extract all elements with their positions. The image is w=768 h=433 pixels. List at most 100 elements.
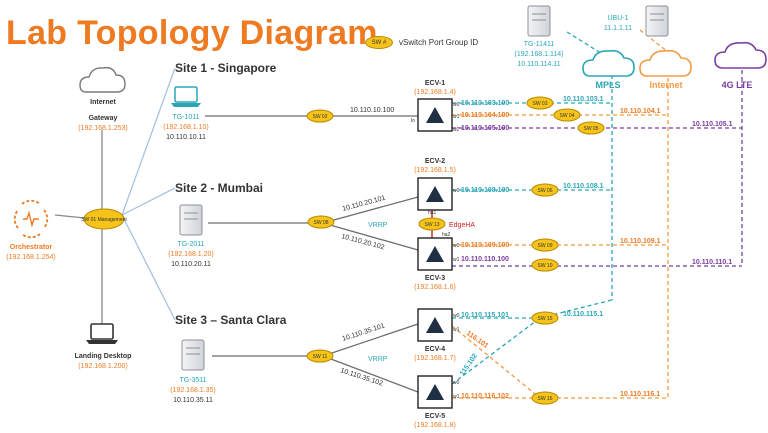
ecv-3-port-w0: w0 (453, 243, 460, 249)
lan2a-ip-label: 10.110.20.101 (342, 195, 387, 213)
ecv-4-appliance-icon (417, 308, 453, 342)
ecv-4-name: ECV-4 (425, 346, 445, 353)
switch-sw11: SW 11 (306, 349, 334, 363)
tg-2011-lan-ip: 10.110.20.11 (171, 261, 211, 268)
tg-1011-laptop-icon (171, 86, 201, 107)
ha1-port-label: ha1 (428, 210, 437, 216)
switch-sw16: SW 16 (531, 391, 559, 405)
site-3-label: Site 3 – Santa Clara (175, 313, 287, 327)
edge-ha-label: EdgeHA (449, 222, 475, 229)
switch-sw15-label: SW 15 (537, 316, 552, 322)
lte-cloud-icon (714, 41, 767, 69)
tg-11411-server-icon (527, 5, 551, 37)
tg-3511-ip: (192.168.1.35) (170, 387, 216, 394)
ecv-4-port-w0: w0 (453, 313, 460, 319)
e4w0-ip-label: 10.110.115.101 (461, 312, 509, 319)
ecv-4-ip: (192.168.1.7) (414, 355, 456, 362)
tg-1011-lan-ip: 10.110.10.11 (166, 134, 206, 141)
e3w0-ip-label: 10.110.109.100 (461, 242, 509, 249)
e1w2-ip-label: 10.110.105.100 (461, 125, 509, 132)
gw-103-label: 10.110.103.1 (563, 96, 604, 103)
management-switch-label: SW 01 Management (81, 217, 127, 223)
orchestrator-label: Orchestrator (10, 244, 53, 251)
lan3a-ip-label: 10.110.35.101 (341, 323, 385, 343)
switch-sw08: SW 08 (307, 215, 335, 229)
lan2b-ip-label: 10.110.20.102 (340, 233, 385, 251)
ha2-port-label: ha2 (442, 232, 451, 238)
ecv-3-appliance-icon (417, 237, 453, 271)
landing-desktop-ip: (192.168.1.200) (78, 363, 127, 370)
tg-2011-name: TG-2011 (177, 241, 204, 248)
vrrp-label-site2: VRRP (368, 222, 388, 229)
switch-sw16-label: SW 16 (537, 396, 552, 402)
ecv-1-ip: (192.168.1.4) (414, 89, 456, 96)
tg-2011-server-icon (179, 204, 203, 236)
page-title: Lab Topology Diagram (6, 14, 378, 52)
internet-gateway-cloud-icon (79, 66, 126, 93)
ecv-2-name: ECV-2 (425, 158, 445, 165)
e3w1-ip-label: 10.110.110.100 (461, 256, 509, 263)
ecv-1-port-w1: w1 (453, 114, 460, 120)
ecv-4-port-w1: w1 (453, 327, 460, 333)
ubu-1-server-icon (645, 5, 669, 37)
switch-sw09-label: SW 09 (537, 243, 552, 249)
ecv-5-port-w1: w1 (453, 394, 460, 400)
tg-11411-lan-ip: 10.110.114.11 (517, 61, 560, 68)
switch-sw08-label: SW 08 (313, 220, 328, 226)
site-1-label: Site 1 - Singapore (175, 61, 277, 75)
legend-label: vSwitch Port Group ID (399, 38, 479, 47)
lan1-ip-label: 10.110.10.100 (350, 107, 394, 114)
laptop-icon (86, 323, 118, 344)
edge-ha-switch-label: SW 13 (424, 222, 439, 228)
tg-1011-name: TG-1011 (172, 114, 199, 121)
mpls-label: MPLS (595, 80, 620, 90)
switch-sw04: SW 04 (553, 108, 581, 122)
gateway-ip: (192.168.1.253) (78, 125, 127, 132)
ecv-1-appliance-icon (417, 98, 453, 132)
lte-label: 4G LTE (722, 80, 753, 90)
ecv-3-port-w1: w1 (453, 257, 460, 263)
cross-link-label-2: 115.102 (459, 353, 479, 378)
ecv-2-port-w0: w0 (453, 188, 460, 194)
tg-11411-ip: (192.168.1.114) (515, 51, 564, 58)
lte-links (452, 70, 743, 267)
tg-11411-name: TG-11411 (524, 41, 555, 48)
tg-3511-server-icon (181, 339, 205, 371)
gateway-label: Gateway (89, 115, 118, 122)
gw-115-label: 10.110.115.1 (563, 311, 603, 318)
ecv-5-port-w0: w0 (453, 380, 460, 386)
e1w0-ip-label: 10.110.103.100 (461, 100, 509, 107)
e2w0-ip-label: 10.110.108.100 (461, 187, 509, 194)
tg-3511-name: TG-3511 (179, 377, 206, 384)
internet-wan-label: Internet (649, 80, 682, 90)
ecv-3-ip: (192.168.1.6) (414, 284, 456, 291)
gw-109-label: 10.110.109.1 (620, 238, 661, 245)
switch-sw06-label: SW 06 (537, 188, 552, 194)
lan-links (205, 115, 419, 393)
ecv-1-port-w0: w0 (453, 102, 460, 108)
mpls-links (451, 31, 613, 385)
tg-1011-ip: (192.168.1.10) (163, 124, 209, 131)
switch-sw11-label: SW 11 (313, 354, 328, 360)
switch-sw05-label: SW 05 (583, 126, 598, 132)
ecv-5-appliance-icon (417, 375, 453, 409)
switch-sw10: SW 10 (531, 258, 559, 272)
mpls-cloud-icon (582, 49, 635, 77)
e5w1-ip-label: 10.110.116.102 (461, 393, 509, 400)
ecv-5-ip: (192.168.1.8) (414, 422, 456, 429)
management-site-links (121, 67, 176, 321)
site-2-label: Site 2 - Mumbai (175, 181, 263, 195)
ecv-2-ip: (192.168.1.5) (414, 167, 456, 174)
e1w1-ip-label: 10.110.104.100 (461, 112, 509, 119)
edge-ha-switch (418, 217, 446, 231)
vrrp-label-site3: VRRP (368, 356, 388, 363)
ecv-1-name: ECV-1 (425, 80, 445, 87)
legend-switch-badge: SW # (365, 36, 393, 49)
legend: SW # vSwitch Port Group ID (365, 36, 478, 49)
switch-sw02: SW 02 (306, 109, 334, 123)
management-switch (83, 208, 125, 230)
internet-cloud-label: Internet (90, 99, 116, 106)
switch-sw03-label: SW 03 (532, 101, 547, 107)
ecv-1-port-lo: lo (411, 118, 415, 124)
